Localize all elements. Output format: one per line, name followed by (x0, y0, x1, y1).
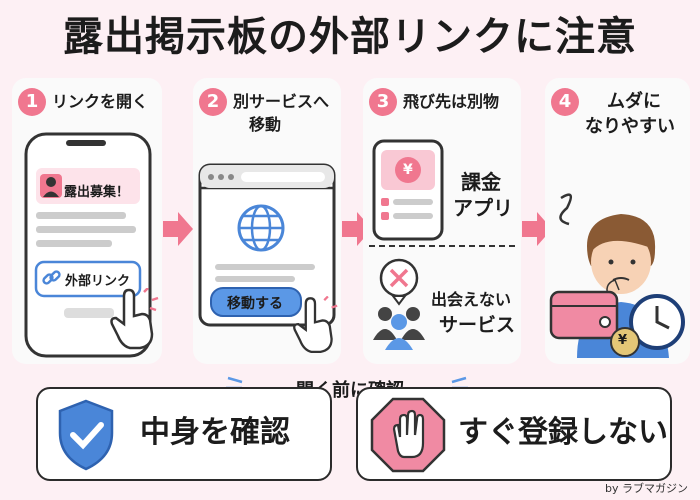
service-label-line2: サービス (439, 314, 516, 336)
arrow-right-icon (163, 212, 193, 246)
rule-label: すぐ登録しない (458, 415, 668, 450)
paid-app-phone-illustration (372, 139, 444, 241)
no-meeting-icon (373, 258, 425, 350)
credit-text: by ラブマガジン (605, 482, 688, 495)
step-title-line1: ムダに (607, 91, 661, 112)
yen-sign: ¥ (618, 333, 628, 348)
service-label-line1: 出会えない (431, 290, 512, 309)
rule-card-no-signup: すぐ登録しない (356, 387, 672, 481)
app-label-line1: 課金 (461, 170, 501, 194)
step-panel-4: 4 ムダに なりやすい ¥ (545, 78, 690, 364)
app-label-line2: アプリ (453, 196, 513, 220)
tap-hand-icon (110, 288, 159, 350)
dashed-divider (369, 245, 515, 247)
step-panel-2: 2 別サービスへ 移動 移動する (193, 78, 341, 364)
step-title-line1: 別サービスへ (233, 92, 330, 111)
tap-hand-icon (293, 296, 338, 353)
stop-hand-icon (370, 397, 446, 473)
shield-check-icon (58, 399, 114, 471)
step-number: 1 (18, 88, 46, 116)
yen-sign: ¥ (403, 162, 413, 178)
step-number: 2 (199, 88, 227, 116)
step-title-line2: なりやすい (585, 116, 675, 137)
page-title: 露出掲示板の外部リンクに注意 (63, 14, 637, 60)
phone-illustration (24, 132, 152, 358)
step-panel-1: 1 リンクを開く 露出募集！ 外部リンク (12, 78, 162, 364)
step-title: リンクを開く (52, 92, 149, 111)
link-icon (42, 270, 61, 285)
step-title: 飛び先は別物 (403, 92, 500, 111)
arrow-right-icon (522, 212, 552, 246)
browser-window-illustration (198, 163, 336, 327)
external-link-label[interactable]: 外部リンク (65, 274, 131, 289)
step-panel-3: 3 飛び先は別物 ¥ 課金 アプリ 出会えない サービス (363, 78, 521, 364)
step-title-line2: 移動 (249, 115, 282, 134)
worried-person-illustration (549, 193, 685, 358)
step-number: 3 (369, 88, 397, 116)
rule-card-check-content: 中身を確認 (36, 387, 332, 481)
step-number: 4 (551, 88, 579, 116)
move-button[interactable]: 移動する (227, 296, 283, 312)
post-label: 露出募集！ (64, 185, 130, 200)
rule-label: 中身を確認 (140, 415, 290, 450)
